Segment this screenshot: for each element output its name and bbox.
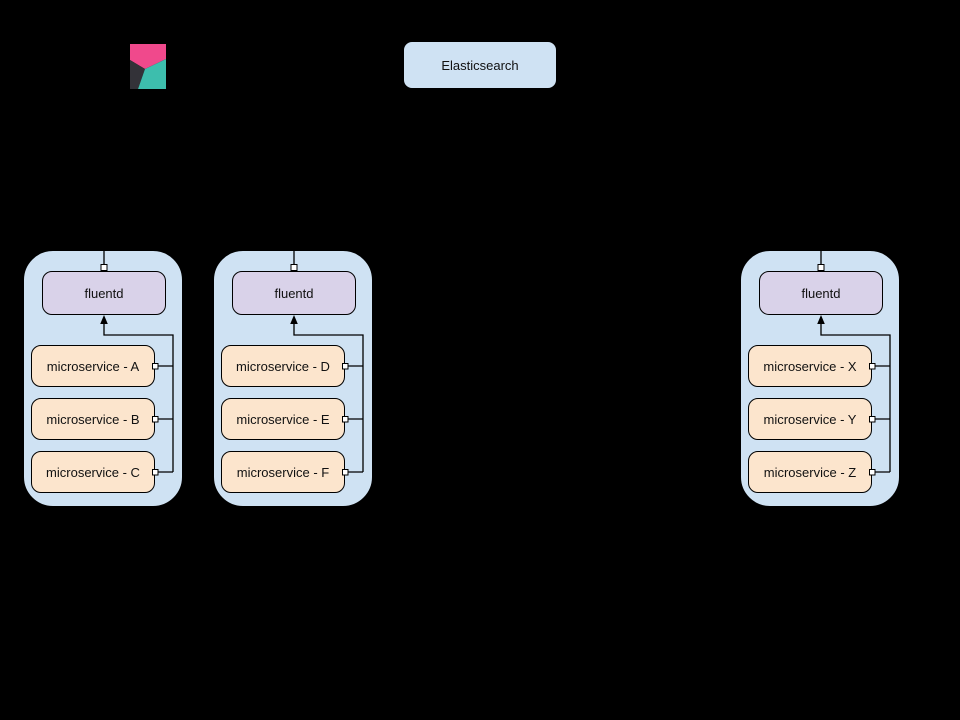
service-node: microservice - F [221,451,345,493]
service-label: microservice - Z [763,464,857,480]
fluentd-label: fluentd [801,285,841,301]
arrowhead-up-icon [817,315,825,324]
fluentd-node: fluentd [759,271,883,315]
service-node: microservice - Z [748,451,872,493]
fluentd-node: fluentd [42,271,166,315]
fluentd-node: fluentd [232,271,356,315]
service-node: microservice - C [31,451,155,493]
service-node: microservice - E [221,398,345,440]
elasticsearch-node: Elasticsearch [403,41,557,89]
service-label: microservice - B [46,411,140,427]
kibana-logo-dark-shape [130,60,145,89]
service-label: microservice - E [236,411,330,427]
service-node: microservice - Y [748,398,872,440]
service-label: microservice - A [46,358,140,374]
service-node: microservice - A [31,345,155,387]
fluentd-label: fluentd [84,285,124,301]
elasticsearch-label: Elasticsearch [441,57,519,73]
arrowhead-up-icon [290,315,298,324]
service-label: microservice - Y [763,411,857,427]
arrowhead-up-icon [100,315,108,324]
cluster-3: fluentd microservice - X microservice - … [740,250,900,507]
service-node: microservice - B [31,398,155,440]
service-label: microservice - F [236,464,330,480]
connection-point-square [290,264,298,271]
kibana-logo-pink-shape [130,44,166,69]
connection-point-square [817,264,825,271]
kibana-logo-teal-shape [138,59,166,89]
cluster-2: fluentd microservice - D microservice - … [213,250,373,507]
cluster-1: fluentd microservice - A microservice - … [23,250,183,507]
kibana-logo [130,44,166,89]
service-node: microservice - D [221,345,345,387]
fluentd-label: fluentd [274,285,314,301]
service-label: microservice - X [763,358,857,374]
kibana-logo-icon [130,44,166,89]
service-node: microservice - X [748,345,872,387]
connection-point-square [100,264,108,271]
service-label: microservice - C [46,464,140,480]
service-label: microservice - D [236,358,330,374]
